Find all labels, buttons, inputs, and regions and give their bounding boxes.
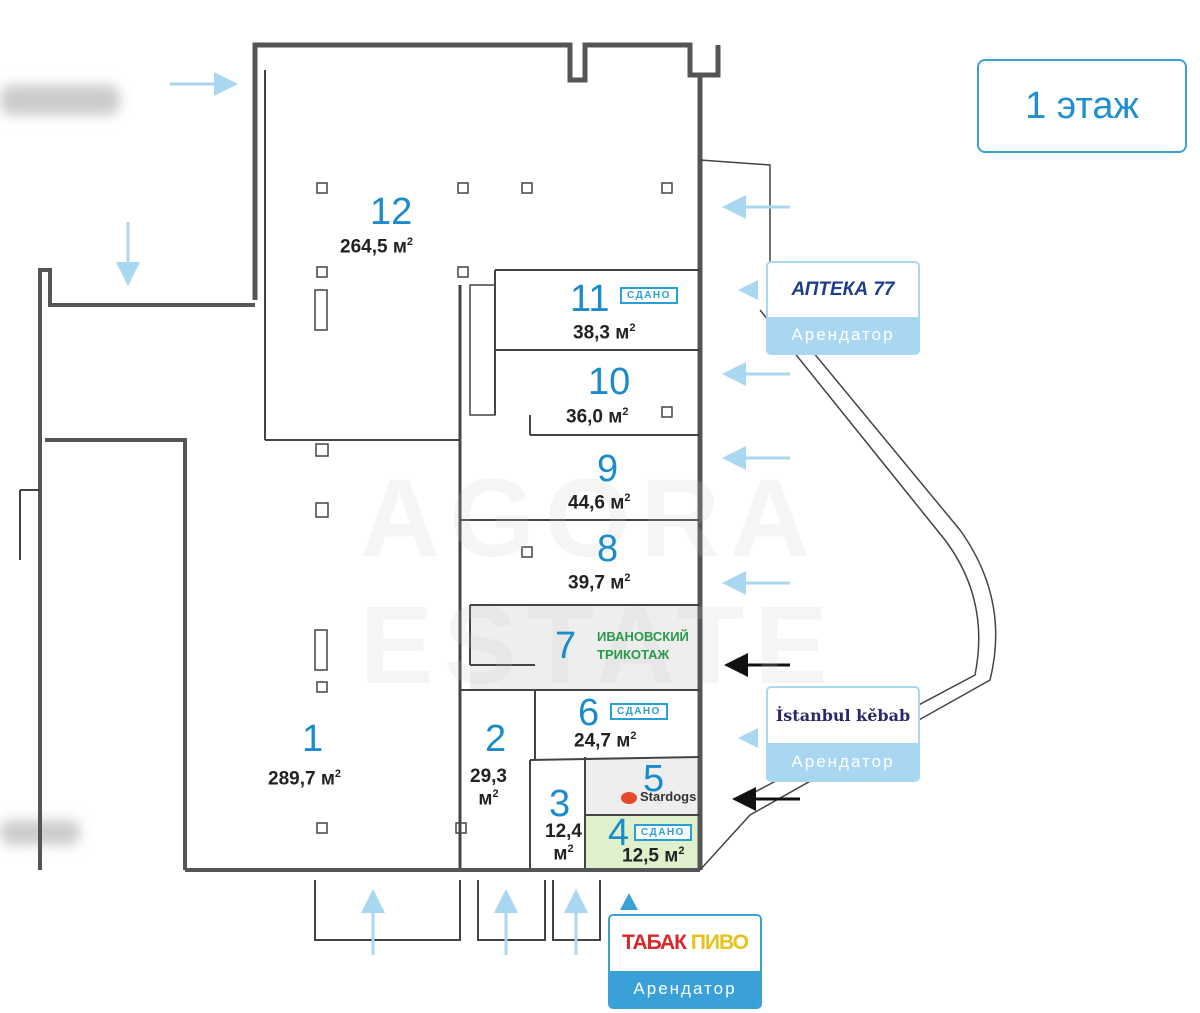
unit-11-area: 38,3 м2 [573,322,636,344]
unit-4-status-badge: СДАНО [634,824,692,841]
unit-5-number: 5 [643,758,665,800]
unit-11-status-badge: СДАНО [620,287,678,304]
unit-10-area: 36,0 м2 [566,406,629,428]
unit-6-status-badge: СДАНО [610,703,668,720]
tenant-role: Арендатор [610,970,760,1007]
unit-2-number: 2 [485,718,507,760]
unit-8-area: 39,7 м2 [568,572,631,594]
blurred-label [0,85,120,115]
tenant-role: Арендатор [768,743,918,780]
unit-12-number: 12 [370,191,413,233]
unit-10-number: 10 [588,361,631,403]
unit-9-number: 9 [597,448,619,490]
floor-label: 1 этаж [977,59,1187,153]
unit-6-number: 6 [578,692,600,734]
watermark: AGORA ESTATE [360,457,838,707]
unit-12-area: 264,5 м2 [340,236,414,258]
tenant-card-tabak-pivo[interactable]: ТАБАК ПИВО Арендатор [608,914,762,1009]
istanbul-kebab-logo: İstanbul kěbab [775,706,911,726]
unit-3-number: 3 [549,783,571,825]
unit-11-number: 11 [570,278,610,320]
tenant-role: Арендатор [768,317,918,353]
tenant-card-istanbul-kebab[interactable]: İstanbul kěbab Арендатор [766,686,920,782]
unit-1-number: 1 [302,718,324,760]
unit-7-number: 7 [555,625,577,667]
apteka-logo: АПТЕКА 77 [791,279,895,300]
unit-8-number: 8 [597,528,619,570]
unit-5-tenant-logo: Stardogs [621,789,696,804]
tenant-card-apteka[interactable]: АПТЕКА 77 Арендатор [766,261,920,355]
tabak-pivo-logo: ТАБАК ПИВО [622,931,749,955]
unit-4-area: 12,5 м2 [622,845,685,867]
unit-1-area: 289,7 м2 [268,768,342,790]
unit-9-area: 44,6 м2 [568,492,631,514]
entrance-arrows [116,72,790,955]
unit-6-area: 24,7 м2 [574,730,637,752]
unit-4-number: 4 [608,812,630,854]
